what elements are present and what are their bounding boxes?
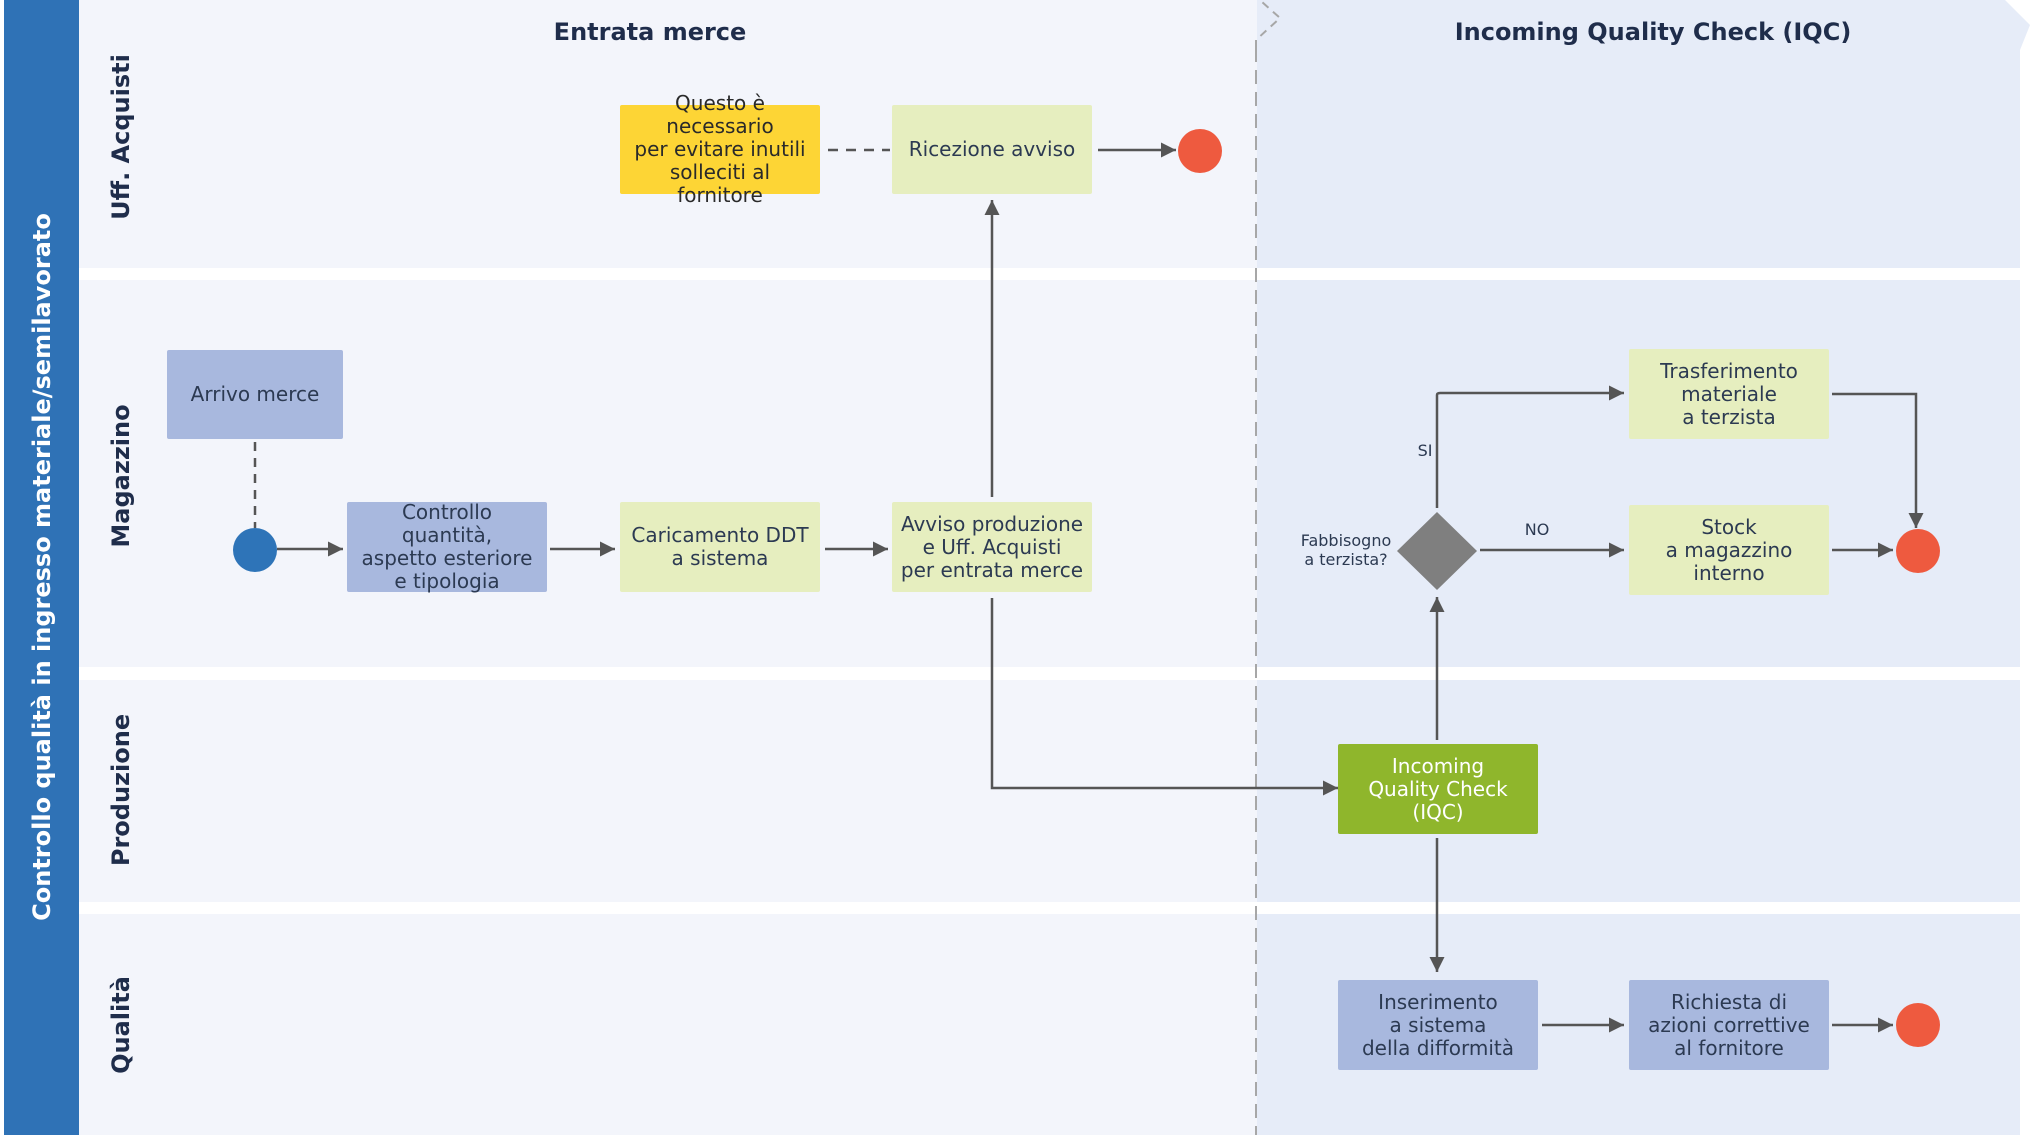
phase-divider-chevron (1255, 1, 1282, 48)
edge-gateway-trasferimento (1435, 385, 1624, 508)
task-trasferimento-terzista[interactable]: Trasferimento materiale a terzista (1629, 349, 1829, 439)
end-event-acquisti[interactable] (1178, 129, 1222, 173)
end-event-magazzino[interactable] (1896, 529, 1940, 573)
task-caricamento-ddt[interactable]: Caricamento DDT a sistema (620, 502, 820, 592)
phase-title-iqc: Incoming Quality Check (IQC) (1454, 18, 1852, 46)
gateway-diamond (1397, 512, 1477, 590)
task-avviso-produzione[interactable]: Avviso produzione e Uff. Acquisti per en… (892, 502, 1092, 592)
edge-avviso-iqc (990, 598, 1338, 796)
annotation-note: Questo è necessario per evitare inutili … (620, 92, 820, 207)
task-richiesta-azioni-correttive[interactable]: Richiesta di azioni correttive al fornit… (1629, 980, 1829, 1070)
start-event[interactable] (233, 528, 277, 572)
task-controllo-quantita[interactable]: Controllo quantità, aspetto esteriore e … (347, 501, 547, 593)
lane-acquisti-iqc-bg (1257, 0, 2030, 268)
end-event-qualita[interactable] (1896, 1003, 1940, 1047)
task-incoming-quality-check[interactable]: Incoming Quality Check (IQC) (1338, 744, 1538, 834)
lane-qualita-entrata-bg (79, 914, 1257, 1135)
lane-magazzino-iqc-bg (1257, 280, 2020, 667)
phase-title-entrata: Entrata merce (553, 18, 747, 46)
task-inserimento-difformita[interactable]: Inserimento a sistema della difformità (1338, 980, 1538, 1070)
gateway-yes-label: SI (1417, 441, 1433, 460)
data-arrivo-merce[interactable]: Arrivo merce (167, 350, 343, 439)
lane-produzione-entrata-bg (79, 680, 1257, 902)
gateway-no-label: NO (1524, 520, 1550, 539)
gateway-question-label: Fabbisogno a terzista? (1300, 531, 1392, 569)
task-stock-magazzino[interactable]: Stock a magazzino interno (1629, 505, 1829, 595)
lane-magazzino-entrata-bg (79, 280, 1257, 667)
pool-header (4, 0, 79, 1135)
task-ricezione-avviso[interactable]: Ricezione avviso (892, 105, 1092, 194)
edge-trasferimento-end (1832, 392, 1924, 528)
